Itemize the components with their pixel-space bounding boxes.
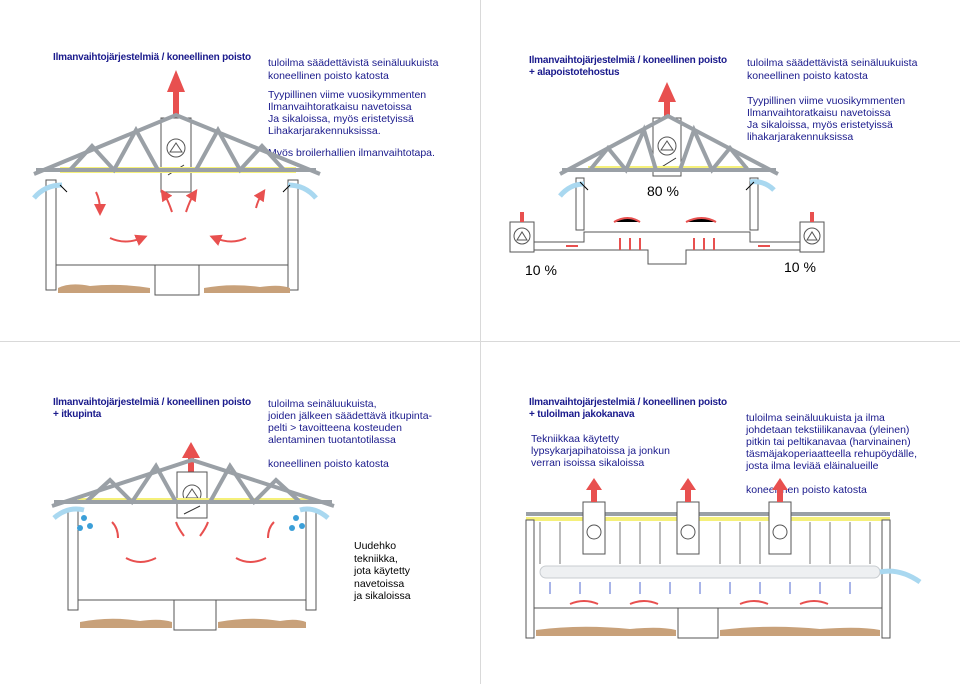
panel4-line: lypsykarjapihatoissa ja jonkun: [531, 445, 670, 457]
left-wall: [45, 179, 57, 291]
panel2-line: Ja sikaloissa, myös eristetyissä: [747, 119, 893, 131]
panel3-note-line: Uudehko: [354, 540, 397, 552]
panel2-line: koneellinen poisto katosta: [747, 70, 868, 82]
panel1-line: Ja sikaloissa, myös eristetyissä: [268, 113, 414, 125]
panel3-barn-diagram: [51, 442, 335, 631]
panel1-barn-diagram: [32, 70, 321, 296]
panel3-line: joiden jälkeen säädettävä itkupinta-: [268, 410, 433, 422]
panel4-barn-diagram: [525, 478, 922, 639]
panel1-title: Ilmanvaihtojärjestelmiä / koneellinen po…: [53, 52, 251, 63]
inflow-arrow-icon: [287, 182, 318, 200]
panel1-line: tuloilma säädettävistä seinäluukuista: [268, 57, 439, 69]
panel4-line: verran isoissa sikaloissa: [531, 457, 645, 469]
panel3-subtitle: + itkupinta: [53, 409, 102, 420]
panel4-line: tuloilma seinäluukuista ja ilma: [746, 412, 885, 424]
panel4-line: Tekniikkaa käytetty: [531, 433, 620, 445]
panel3-line: tuloilma seinäluukuista,: [268, 398, 377, 410]
panel3-line: koneellinen poisto katosta: [268, 458, 389, 470]
panel2-subtitle: + alapoistotehostus: [529, 67, 620, 78]
inflow-arrow-icon: [879, 568, 922, 585]
exhaust-arrow-icon: [586, 478, 788, 502]
panel4-line: pitkin tai peltikanavaa (harvinainen): [746, 436, 911, 448]
panel3-note-line: ja sikaloissa: [354, 590, 411, 602]
panel3-note-line: tekniikka,: [354, 552, 398, 565]
panel1-line: Tyypillinen viime vuosikymmenten: [268, 89, 427, 101]
exhaust-arrow-icon: [658, 82, 676, 122]
panel3-title: Ilmanvaihtojärjestelmiä / koneellinen po…: [53, 397, 251, 408]
panel1-line: Lihakarjarakennuksissa.: [268, 125, 381, 137]
panel3-line: alentaminen tuotantotilassa: [268, 434, 396, 446]
percentage-left: 10 %: [525, 262, 557, 278]
inflow-arrow-icon: [32, 182, 63, 200]
exhaust-arrow-icon: [167, 70, 185, 120]
panel3-note-line: navetoissa: [354, 577, 405, 590]
panel2-barn-diagram: [509, 82, 825, 265]
water-drop-icon: [77, 515, 305, 531]
panel2-line: tuloilma säädettävistä seinäluukuista: [747, 57, 918, 69]
chimney: [160, 117, 192, 193]
panel3-line: pelti > tavoitteena kosteuden: [268, 422, 402, 434]
panel1-line: koneellinen poisto katosta: [268, 70, 389, 82]
right-wall: [287, 179, 299, 291]
panel3-note-box: Uudehko tekniikka, jota käytetty navetoi…: [354, 540, 411, 603]
panel1-line: Myös broilerhallien ilmanvaihtotapa.: [268, 147, 435, 159]
inflow-arrow-icon: [749, 179, 776, 192]
panel3-note-line: jota käytetty: [354, 565, 411, 577]
roof-truss: [559, 113, 779, 176]
panel4-line: täsmäjakoperiaatteella rehupöydälle,: [746, 448, 918, 460]
textile-duct: [539, 565, 881, 579]
panel4-subtitle: + tuloilman jakokanava: [529, 409, 635, 420]
panel2-line: Tyypillinen viime vuosikymmenten: [747, 95, 906, 107]
panel4-title: Ilmanvaihtojärjestelmiä / koneellinen po…: [529, 397, 727, 408]
exhaust-arrow-icon: [182, 442, 200, 474]
roof-truss: [51, 457, 335, 508]
inflow-arrow-icon: [299, 506, 330, 520]
panel2-title: Ilmanvaihtojärjestelmiä / koneellinen po…: [529, 55, 727, 66]
vertical-divider: [480, 0, 481, 684]
inflow-arrow-icon: [52, 506, 85, 520]
roof-truss: [33, 112, 321, 176]
panel2-line: lihakarjarakennuksissa: [747, 131, 854, 143]
horizontal-divider: [0, 341, 960, 342]
panel2-line: Ilmanvaihtoratkaisu navetoissa: [747, 107, 891, 119]
panel4-line: josta ilma leviää eläinalueille: [746, 460, 879, 472]
percentage-right: 10 %: [784, 259, 816, 275]
panel4-line: johdetaan tekstiilikanavaa (yleinen): [746, 424, 910, 436]
percentage-center: 80 %: [647, 183, 679, 199]
panel1-line: Ilmanvaihtoratkaisu navetoissa: [268, 101, 412, 113]
litter: [58, 284, 150, 293]
